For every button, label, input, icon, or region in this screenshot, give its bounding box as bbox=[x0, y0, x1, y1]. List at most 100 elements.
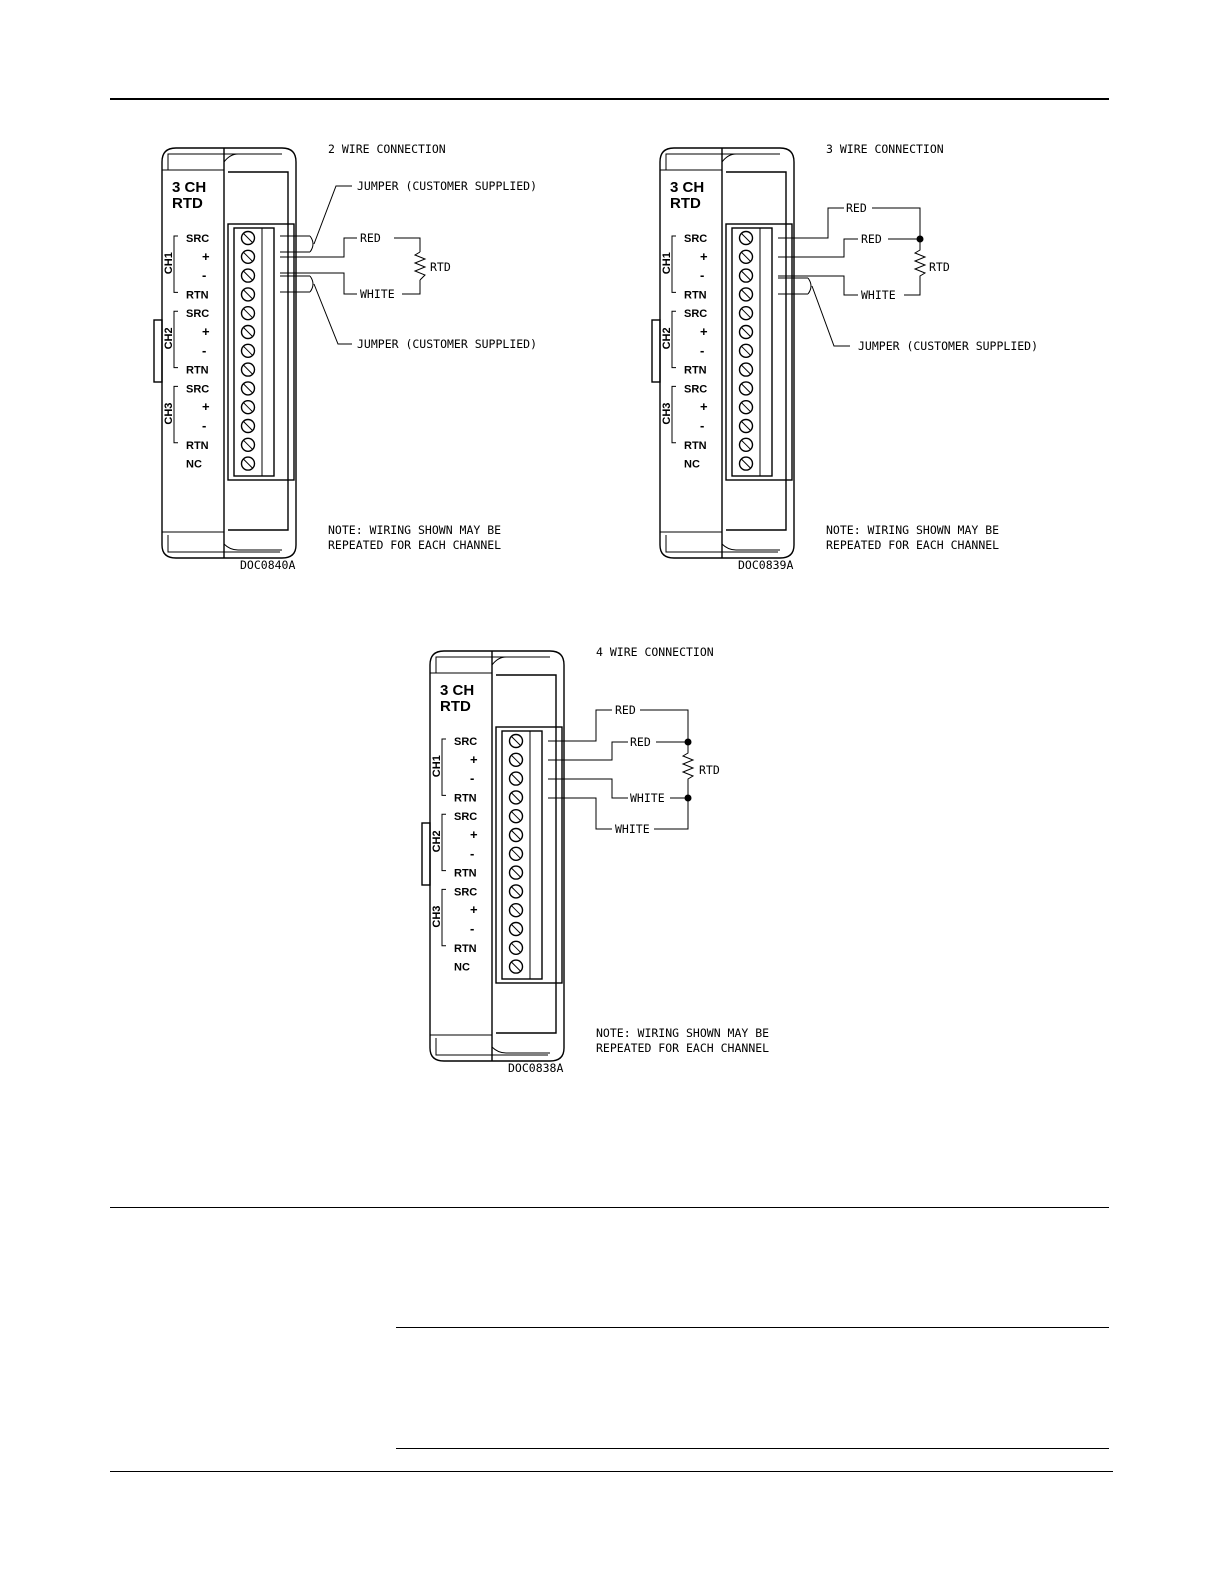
terminal-screw-11 bbox=[508, 921, 524, 937]
section-rule bbox=[110, 1207, 1109, 1208]
terminal-screw-6 bbox=[738, 324, 754, 340]
module-title-line2: RTD bbox=[670, 195, 701, 212]
pin-rtn-label: RTN bbox=[684, 440, 707, 452]
wire-white-inner-label: WHITE bbox=[630, 791, 665, 805]
rtd-module-2: 3 CH RTD SRC+-RTNSRC+-RTNSRC+-RTNNCCH1CH… bbox=[651, 147, 795, 559]
wire-white-label: WHITE bbox=[861, 288, 896, 302]
screw-slot bbox=[243, 289, 253, 300]
screw-slot bbox=[741, 364, 751, 375]
screw-slot bbox=[243, 439, 253, 450]
terminal-screw-3 bbox=[508, 771, 524, 786]
pin-src-label: SRC bbox=[186, 383, 209, 395]
screw-slot bbox=[511, 961, 521, 972]
screw-slot bbox=[243, 364, 253, 375]
pin-rtn-label: RTN bbox=[454, 943, 477, 955]
wire-red-outer-label: RED bbox=[846, 201, 867, 215]
screw-slot bbox=[243, 327, 253, 337]
pin-plus-label: + bbox=[700, 324, 708, 339]
drawing-id: DOC0839A bbox=[738, 558, 793, 572]
terminal-screw-1 bbox=[240, 230, 256, 246]
pin-src-label: SRC bbox=[684, 383, 707, 395]
screw-slot bbox=[243, 345, 253, 356]
note-line-2: REPEATED FOR EACH CHANNEL bbox=[826, 538, 999, 552]
terminal-screw-12 bbox=[240, 437, 256, 452]
screw-slot bbox=[741, 421, 751, 431]
channel-label-ch3: CH3 bbox=[431, 906, 443, 928]
screw-slot bbox=[511, 848, 521, 859]
drawing-id: DOC0838A bbox=[508, 1061, 563, 1075]
screw-slot bbox=[243, 270, 253, 281]
channel-bracket bbox=[173, 310, 178, 369]
terminal-screw-9 bbox=[240, 381, 256, 396]
figure-3-wire: 3 CH RTD SRC+-RTNSRC+-RTNSRC+-RTNNCCH1CH… bbox=[651, 142, 1038, 572]
rtd-resistor-symbol bbox=[904, 239, 927, 296]
terminal-screw-13 bbox=[738, 456, 754, 471]
jumper-bottom-label: JUMPER (CUSTOMER SUPPLIED) bbox=[357, 337, 537, 351]
terminal-screw-3 bbox=[240, 268, 256, 283]
terminal-screw-4 bbox=[738, 287, 754, 302]
channel-bracket bbox=[173, 235, 178, 293]
pin-nc-label: NC bbox=[684, 459, 700, 471]
channel-label-ch2: CH2 bbox=[431, 830, 443, 852]
screw-slot bbox=[243, 233, 253, 243]
channel-bracket bbox=[671, 235, 676, 293]
channel-label-ch1: CH1 bbox=[163, 252, 175, 274]
channel-bracket bbox=[441, 813, 446, 872]
pin-plus-label: + bbox=[700, 399, 708, 414]
pin-plus-label: + bbox=[470, 902, 478, 917]
terminal-screw-1 bbox=[508, 733, 524, 749]
note-line-1: NOTE: WIRING SHOWN MAY BE bbox=[826, 523, 999, 537]
rtd-resistor-symbol bbox=[413, 251, 427, 281]
screw-slot bbox=[511, 867, 521, 878]
terminal-screw-2 bbox=[738, 249, 754, 265]
terminal-screw-10 bbox=[240, 400, 256, 415]
figure-title: 2 WIRE CONNECTION bbox=[328, 142, 446, 156]
screw-slot bbox=[511, 830, 521, 840]
note-line-1: NOTE: WIRING SHOWN MAY BE bbox=[328, 523, 501, 537]
screw-slot bbox=[741, 327, 751, 337]
screw-slot bbox=[243, 251, 253, 262]
screw-slot bbox=[511, 942, 521, 953]
pin-rtn-label: RTN bbox=[186, 289, 209, 301]
terminal-screw-13 bbox=[508, 959, 524, 974]
rtd-module-3: 3 CH RTD SRC+-RTNSRC+-RTNSRC+-RTNNCCH1CH… bbox=[421, 650, 565, 1062]
channel-label-ch1: CH1 bbox=[431, 755, 443, 777]
note-line-2: REPEATED FOR EACH CHANNEL bbox=[328, 538, 501, 552]
pin-minus-label: - bbox=[700, 418, 704, 433]
pin-plus-label: + bbox=[470, 752, 478, 767]
terminal-screw-6 bbox=[240, 324, 256, 340]
terminal-screw-8 bbox=[738, 362, 754, 377]
channel-bracket bbox=[441, 888, 446, 947]
channel-bracket bbox=[441, 738, 446, 796]
bottom-rule bbox=[110, 1471, 1113, 1472]
figure-title: 4 WIRE CONNECTION bbox=[596, 645, 714, 659]
wire-red-inner-label: RED bbox=[861, 232, 882, 246]
pin-minus-label: - bbox=[470, 921, 474, 936]
table-rule-bottom bbox=[396, 1448, 1109, 1449]
channel-label-ch3: CH3 bbox=[661, 403, 673, 425]
screw-slot bbox=[243, 458, 253, 469]
rtd-label: RTD bbox=[929, 260, 950, 274]
pin-plus-label: + bbox=[700, 249, 708, 264]
pin-plus-label: + bbox=[202, 324, 210, 339]
module-title-line2: RTD bbox=[440, 698, 471, 715]
wire-white-label: WHITE bbox=[360, 287, 395, 301]
terminal-screw-2 bbox=[508, 752, 524, 768]
table-rule-top bbox=[396, 1327, 1109, 1328]
terminal-screw-1 bbox=[738, 230, 754, 246]
channel-label-ch2: CH2 bbox=[661, 327, 673, 349]
pin-rtn-label: RTN bbox=[684, 289, 707, 301]
terminal-screw-7 bbox=[240, 343, 256, 359]
rtd-label: RTD bbox=[430, 260, 451, 274]
module-title-line2: RTD bbox=[172, 195, 203, 212]
terminal-screw-5 bbox=[508, 808, 524, 824]
screw-slot bbox=[741, 233, 751, 243]
figure-2-wire: 3 CH RTD SRC+-RTNSRC+-RTNSRC+-RTNNCCH1CH… bbox=[153, 142, 537, 572]
terminal-screw-4 bbox=[240, 287, 256, 302]
pin-minus-label: - bbox=[470, 846, 474, 861]
terminal-screw-11 bbox=[240, 418, 256, 434]
figure-4-wire: 3 CH RTD SRC+-RTNSRC+-RTNSRC+-RTNNCCH1CH… bbox=[421, 645, 769, 1075]
screw-slot bbox=[741, 308, 751, 319]
pin-src-label: SRC bbox=[454, 736, 477, 748]
pin-minus-label: - bbox=[202, 343, 206, 358]
